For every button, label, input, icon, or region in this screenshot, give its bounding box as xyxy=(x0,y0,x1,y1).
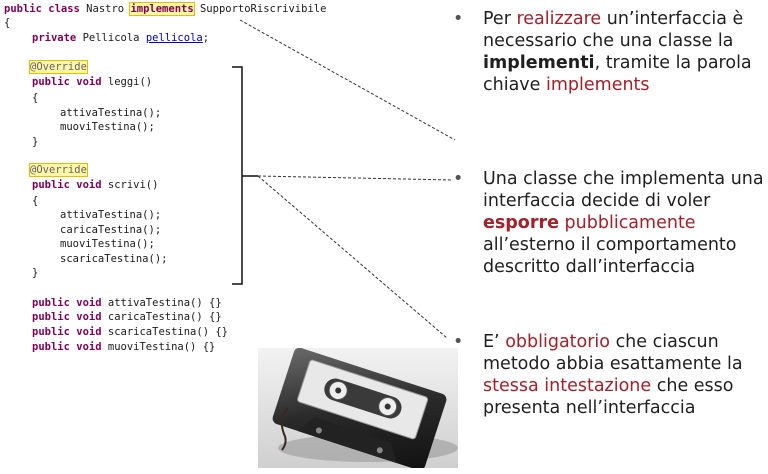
code-scrivi-body-3: muoviTestina(); xyxy=(60,238,155,250)
code-scrivi-body-2: caricaTestina(); xyxy=(60,224,162,236)
code-leggi-body-2: muoviTestina(); xyxy=(60,121,155,133)
code-scrivi-body-1: attivaTestina(); xyxy=(60,209,162,221)
code-line-class: public class Nastro implements SupportoR… xyxy=(4,2,327,16)
code-scrivi-close: } xyxy=(32,267,39,279)
override-annotation-1: @Override xyxy=(29,60,88,74)
code-scrivi-signature: public void scrivi() xyxy=(32,179,159,191)
code-method-carica: public void caricaTestina() {} xyxy=(32,311,222,323)
override-annotation-2: @Override xyxy=(29,163,88,177)
code-method-muovi: public void muoviTestina() {} xyxy=(32,341,216,353)
code-field: private Pellicola pellicola; xyxy=(32,32,210,44)
code-scrivi-open: { xyxy=(32,195,39,207)
code-method-scarica: public void scaricaTestina() {} xyxy=(32,326,228,338)
line-esporre xyxy=(257,175,453,181)
code-leggi-open: { xyxy=(32,92,39,104)
bullet-realizzare: • Per realizzare un’interfaccia è necess… xyxy=(453,9,752,95)
line-implements xyxy=(239,19,456,141)
cassette-tape-photo xyxy=(258,348,458,468)
bracket-methods xyxy=(232,66,243,285)
code-leggi-close: } xyxy=(32,136,39,148)
code-leggi-signature: public void leggi() xyxy=(32,76,153,88)
implements-highlight: implements xyxy=(129,2,195,16)
code-method-attiva: public void attivaTestina() {} xyxy=(32,297,222,309)
code-leggi-body-1: attivaTestina(); xyxy=(60,107,162,119)
bullet-esporre: • Una classe che implementa una interfac… xyxy=(453,169,764,277)
bullet-obbligatorio: • E’ obbligatorio che ciascun metodo abb… xyxy=(453,332,743,418)
code-brace-open: { xyxy=(4,17,11,29)
code-scrivi-body-4: scaricaTestina(); xyxy=(60,253,168,265)
line-obbligatorio xyxy=(257,175,448,339)
